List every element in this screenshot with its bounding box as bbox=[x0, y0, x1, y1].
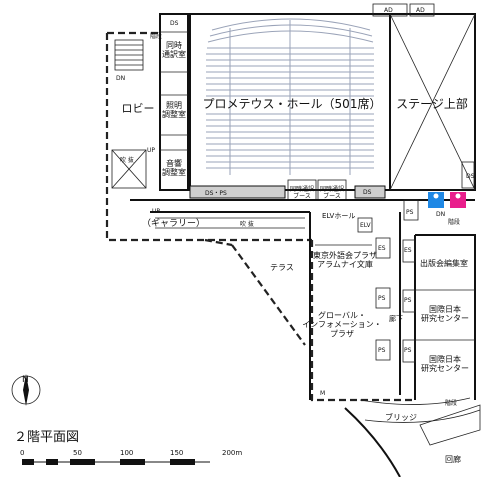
terrace-label: テラス bbox=[270, 263, 294, 272]
east-wing-walls bbox=[130, 199, 476, 400]
research1-label: 国際日本研究センター bbox=[421, 304, 469, 323]
stairs-tag-3: 階段 bbox=[445, 399, 457, 407]
elv-label: ELV bbox=[360, 222, 371, 229]
booth2-label: 同時通訳ブース bbox=[320, 185, 344, 200]
ds-ps-band bbox=[189, 179, 386, 201]
interpreter-label: 同時通訳室 bbox=[162, 41, 186, 59]
scale-tick-0: 0 bbox=[20, 449, 24, 457]
east-wing-outline bbox=[310, 240, 415, 402]
stage-label: ステージ上部 bbox=[396, 96, 468, 111]
ad-box-2 bbox=[409, 3, 435, 17]
elv-hall-label: ELVホール bbox=[322, 212, 355, 220]
scale-tick-50: 50 bbox=[73, 449, 82, 457]
publishing-label: 出版会編集室 bbox=[420, 258, 468, 268]
terrace-edge-top bbox=[204, 238, 233, 247]
ps-tag-2: PS bbox=[378, 295, 386, 302]
dn-tag-2: DN bbox=[436, 211, 445, 218]
scale-tick-150: 150 bbox=[170, 449, 183, 457]
lobby-stairs bbox=[114, 39, 144, 71]
ds-tag-1: DS bbox=[170, 20, 179, 27]
ps-tag-4: PS bbox=[404, 297, 412, 304]
es-tag-1: ES bbox=[378, 245, 386, 252]
compass-letter: N bbox=[22, 375, 29, 385]
up-tag-2: UP bbox=[152, 208, 160, 215]
ds-tag-2: DS bbox=[466, 173, 475, 180]
hall-label: プロメテウス・ホール（501席） bbox=[203, 96, 382, 111]
void-tag-1: 吹 抜 bbox=[120, 156, 134, 164]
ps-tag-1: PS bbox=[406, 209, 414, 216]
control-room-column bbox=[159, 13, 189, 191]
plaza-label: 東京外語会プラザアラムナイ文庫 bbox=[313, 250, 377, 269]
ad-tag-1: AD bbox=[384, 7, 393, 14]
gallery-label: （ギャラリー） bbox=[142, 218, 205, 229]
mens-toilet-head bbox=[433, 193, 439, 199]
terrace-edge bbox=[231, 244, 306, 346]
bridge-structure bbox=[344, 397, 481, 477]
void-atrium bbox=[111, 149, 147, 189]
ad-box-1 bbox=[372, 3, 408, 17]
covered-walk-label: 回廊 bbox=[445, 454, 461, 464]
lobby-label: ロビー bbox=[122, 102, 155, 115]
womens-toilet-icon bbox=[450, 192, 466, 208]
booth1-label: 同時通訳ブース bbox=[290, 185, 314, 200]
ps-tag-3: PS bbox=[378, 347, 386, 354]
ps-box bbox=[403, 199, 419, 221]
global-plaza-label: グローバル・インフォメーション・プラザ bbox=[302, 310, 382, 338]
lighting-label: 照明調整室 bbox=[162, 101, 186, 119]
mens-toilet-icon bbox=[428, 192, 444, 208]
void-tag-2: 吹 抜 bbox=[240, 220, 254, 228]
plan-title: ２階平面図 bbox=[14, 430, 79, 445]
east-wing-rooms bbox=[315, 217, 475, 363]
stairs-tag-1: 階段 bbox=[150, 32, 162, 40]
m-tag: M bbox=[320, 390, 325, 397]
stage-box bbox=[389, 13, 476, 191]
bridge-label: ブリッジ bbox=[385, 412, 417, 422]
ds-tag-3: DS bbox=[363, 189, 372, 196]
womens-toilet-head bbox=[455, 193, 461, 199]
scale-bar bbox=[22, 459, 210, 465]
stairs-tag-2: 階段 bbox=[448, 218, 460, 226]
west-outline bbox=[105, 31, 312, 242]
hall-seating bbox=[206, 18, 374, 175]
ds-ps-tag: DS・PS bbox=[205, 190, 227, 197]
north-compass bbox=[11, 374, 41, 406]
corridor-label: 廊下 bbox=[389, 314, 403, 323]
ps-tag-5: PS bbox=[404, 347, 412, 354]
sound-label: 音響調整室 bbox=[162, 158, 186, 177]
scale-tick-100: 100 bbox=[120, 449, 133, 457]
scale-tick-200: 200m bbox=[222, 449, 242, 457]
es-tag-2: ES bbox=[404, 247, 412, 254]
ad-tag-2: AD bbox=[416, 7, 425, 14]
dn-tag-1: DN bbox=[116, 75, 125, 82]
research2-label: 国際日本研究センター bbox=[421, 354, 469, 373]
up-tag-1: UP bbox=[147, 147, 155, 154]
